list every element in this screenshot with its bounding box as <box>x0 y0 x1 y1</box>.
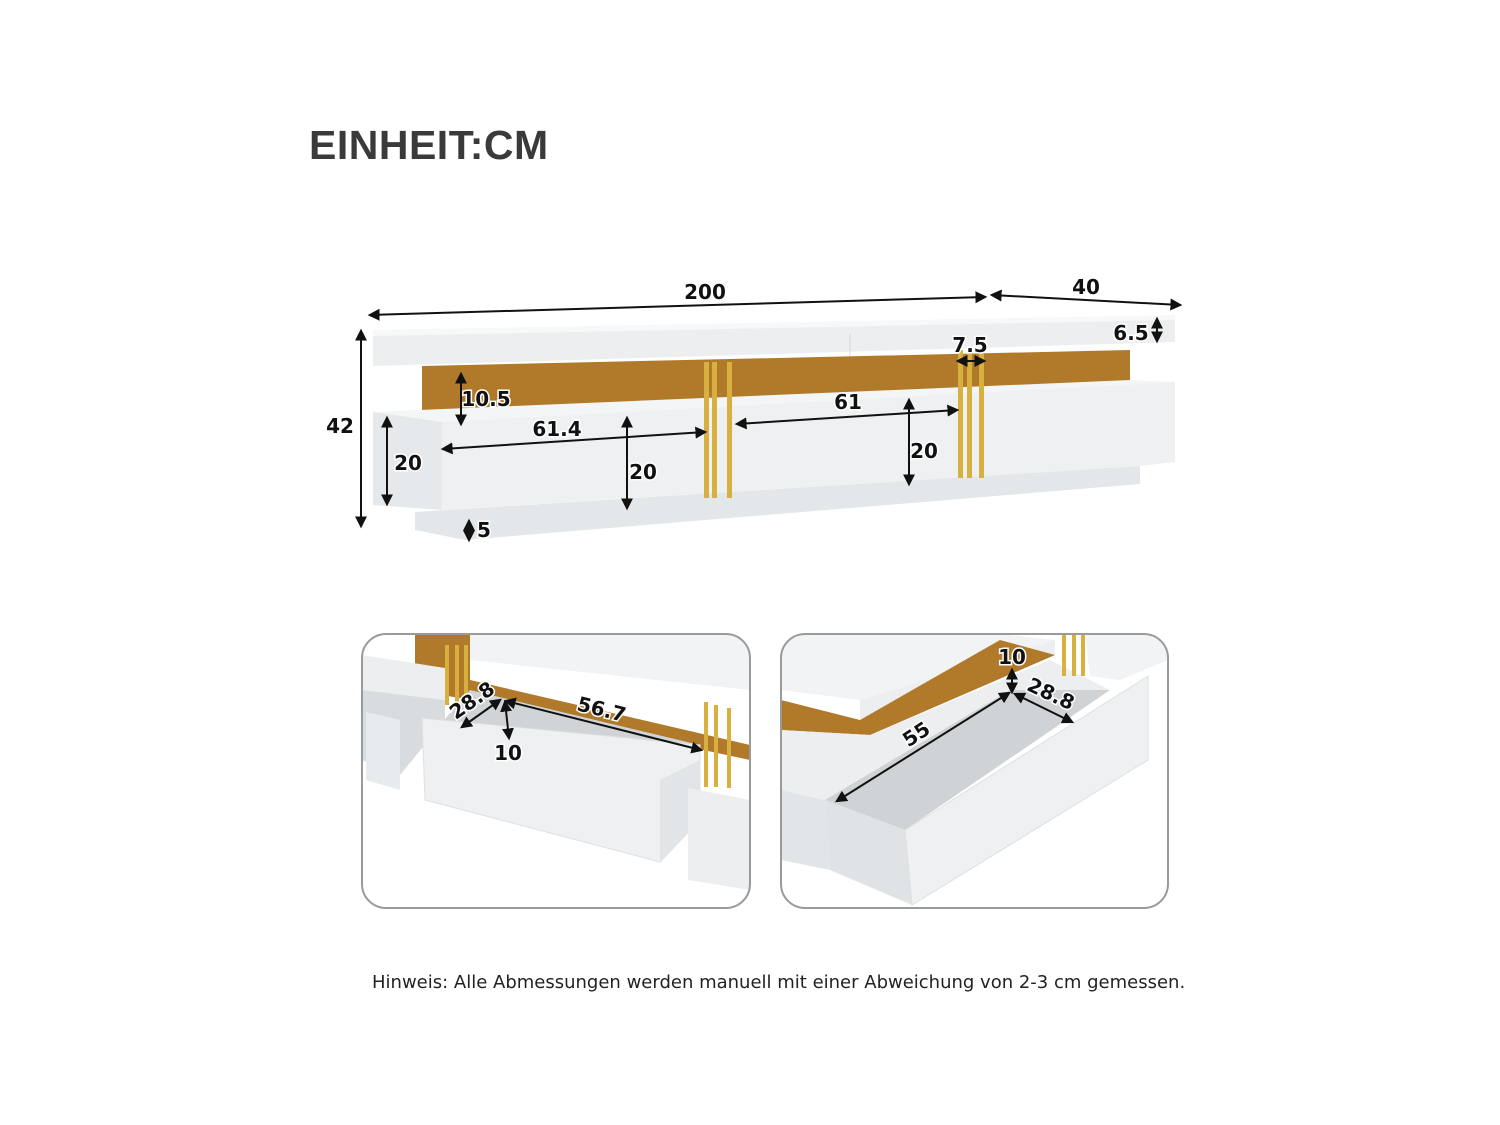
left-width-arrow <box>503 697 704 754</box>
gold-back-panel <box>422 350 1130 416</box>
right-depth-arrow <box>1012 692 1075 724</box>
width-arrow <box>367 291 988 321</box>
detail-panel-right: 10 28.8 55 <box>780 633 1169 909</box>
top-thickness-label: 6.5 <box>1113 321 1148 345</box>
gap-height-label: 10.5 <box>461 387 510 411</box>
base-plinth <box>415 466 1140 540</box>
left-drawer-height-label: 20 <box>629 460 657 484</box>
depth-label: 40 <box>1072 275 1100 299</box>
main-dimensions: 200 40 42 6.5 7.5 10.5 61.4 61 20 20 20 … <box>325 274 1183 544</box>
left-depth-arrow <box>460 698 502 729</box>
right-width-arrow <box>834 691 1012 803</box>
detail-panel-left: 28.8 56.7 10 <box>361 633 751 909</box>
brass-strips-right <box>958 350 984 478</box>
left-height-arrow <box>500 699 514 741</box>
side-height-label: 20 <box>394 451 422 475</box>
left-drawer-width-label: 61.4 <box>532 417 581 441</box>
base-height-label: 5 <box>477 518 491 542</box>
left-height-label: 10 <box>494 741 522 765</box>
width-label: 200 <box>684 280 726 304</box>
middle-drawer-width-label: 61 <box>834 390 862 414</box>
measurement-note: Hinweis: Alle Abmessungen werden manuell… <box>372 972 1186 993</box>
top-slab-front <box>373 320 1175 366</box>
left-drawer-width-arrow <box>440 426 708 455</box>
unit-title: EINHEIT:CM <box>309 122 549 168</box>
middle-drawer-height-label: 20 <box>910 439 938 463</box>
height-label: 42 <box>326 414 354 438</box>
depth-arrow <box>989 289 1183 311</box>
middle-drawer-width-arrow <box>734 404 960 430</box>
strip-width-label: 7.5 <box>952 333 987 357</box>
tv-stand-main-view <box>373 315 1175 540</box>
right-height-label: 10 <box>998 645 1026 669</box>
lower-body-top <box>373 380 1175 422</box>
